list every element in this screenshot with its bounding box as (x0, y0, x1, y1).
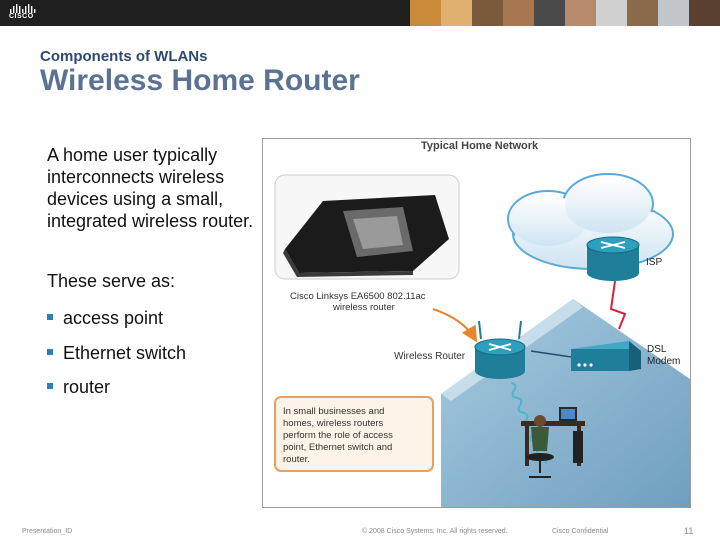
diagram-title: Typical Home Network (421, 140, 539, 152)
modem-label: Modem (647, 356, 680, 367)
note-line: point, Ethernet switch and (283, 442, 392, 453)
serve-as-text: These serve as: (47, 271, 175, 292)
note-box: In small businesses and homes, wireless … (275, 397, 433, 471)
house-icon (441, 299, 690, 507)
bullet-square-icon (47, 314, 53, 320)
note-line: perform the role of access (283, 430, 393, 441)
router-caption-line1: Cisco Linksys EA6500 802.11ac (290, 291, 426, 302)
bullet-square-icon (47, 383, 53, 389)
page-number: 11 (684, 526, 693, 536)
top-bar: CISCO (0, 0, 720, 26)
bullet-item: Ethernet switch (47, 341, 186, 376)
intro-text: A home user typically interconnects wire… (47, 144, 257, 232)
footer-confidential: Cisco Confidential (552, 528, 608, 535)
wireless-router-label: Wireless Router (394, 351, 466, 362)
router-caption-line2: wireless router (332, 302, 395, 313)
bullet-item: router (47, 375, 186, 410)
wan-link-icon (611, 281, 625, 329)
home-network-diagram: Typical Home Network ISP (262, 138, 691, 508)
slide-title: Wireless Home Router (40, 64, 360, 98)
isp-label: ISP (646, 257, 662, 268)
note-line: router. (283, 454, 310, 465)
header-photo-strip (410, 0, 720, 26)
footer-copyright: © 2008 Cisco Systems, Inc. All rights re… (362, 528, 508, 535)
wireless-router-icon (475, 321, 525, 379)
bullet-square-icon (47, 349, 53, 355)
diagram-canvas: Typical Home Network ISP (263, 139, 690, 507)
callout-arrow (433, 309, 475, 339)
logo-text: CISCO (9, 13, 34, 20)
note-line: homes, wireless routers (283, 418, 384, 429)
router-photo (275, 175, 459, 279)
dsl-label: DSL (647, 344, 667, 355)
isp-router-icon (587, 237, 639, 281)
footer-presentation-id: Presentation_ID (22, 528, 72, 535)
note-line: In small businesses and (283, 406, 384, 417)
bullet-list: access point Ethernet switch router (47, 306, 186, 410)
bullet-item: access point (47, 306, 186, 341)
slide-subtitle: Components of WLANs (40, 48, 207, 65)
